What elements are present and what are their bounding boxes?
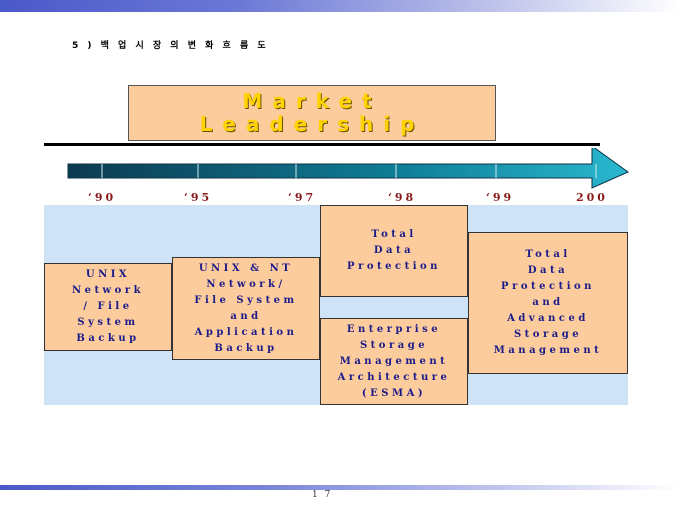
stage-text: Total	[371, 229, 417, 240]
leadership-divider	[44, 143, 600, 146]
stage-text: Management	[339, 355, 449, 367]
timeline-arrow	[67, 148, 629, 189]
stage-text: Network	[71, 285, 145, 296]
stage-text: Management	[493, 345, 603, 356]
year-label-95: ‘95	[184, 191, 213, 204]
stage-text: Storage	[359, 339, 429, 351]
year-label-98: ‘98	[388, 191, 417, 204]
year-label-97: ‘97	[288, 191, 317, 204]
stage-text: and	[532, 297, 564, 308]
stage-text: Total	[525, 249, 571, 260]
page-number: 1 7	[312, 490, 333, 500]
stage-text: Backup	[214, 342, 278, 354]
stage-total-data-protection: Total Data Protection	[320, 205, 468, 297]
year-label-99: ‘99	[486, 191, 515, 204]
stage-text: Network/	[206, 278, 286, 290]
stage-total-advanced-storage: Total Data Protection and Advanced Stora…	[468, 232, 628, 374]
leadership-line2: Leadership	[199, 112, 425, 136]
stage-text: File System	[194, 294, 298, 306]
stage-text: Data	[527, 265, 569, 276]
stage-text: UNIX	[85, 269, 131, 280]
stage-text: Architecture	[337, 371, 451, 383]
section-heading: 5 ) 백 업 시 장 의 변 화 흐 름 도	[72, 41, 269, 51]
bottom-gradient-bar	[0, 485, 680, 490]
stage-text: / File	[83, 301, 133, 312]
year-label-90: ‘90	[88, 191, 117, 204]
stage-text: Enterprise	[346, 323, 442, 335]
stage-text: Storage	[513, 329, 583, 340]
stage-text: Protection	[501, 281, 595, 292]
market-leadership-box: Market Leadership	[128, 85, 496, 141]
stage-text: UNIX & NT	[198, 262, 294, 274]
stage-unix-nt-backup: UNIX & NT Network/ File System and Appli…	[172, 257, 320, 360]
stage-text: Advanced	[507, 313, 589, 324]
stage-text: Application	[194, 326, 298, 338]
stage-text: Protection	[347, 261, 441, 272]
stage-text: Backup	[76, 333, 140, 344]
stage-text: System	[77, 317, 139, 328]
top-gradient-bar	[0, 0, 680, 12]
stage-unix-backup: UNIX Network / File System Backup	[44, 263, 172, 351]
year-label-2000: 200	[576, 191, 608, 204]
stage-text: Data	[373, 245, 415, 256]
leadership-line1: Market	[242, 89, 382, 113]
stage-text: (ESMA)	[361, 387, 427, 399]
stage-esma: Enterprise Storage Management Architectu…	[320, 318, 468, 405]
stage-text: and	[230, 310, 262, 322]
